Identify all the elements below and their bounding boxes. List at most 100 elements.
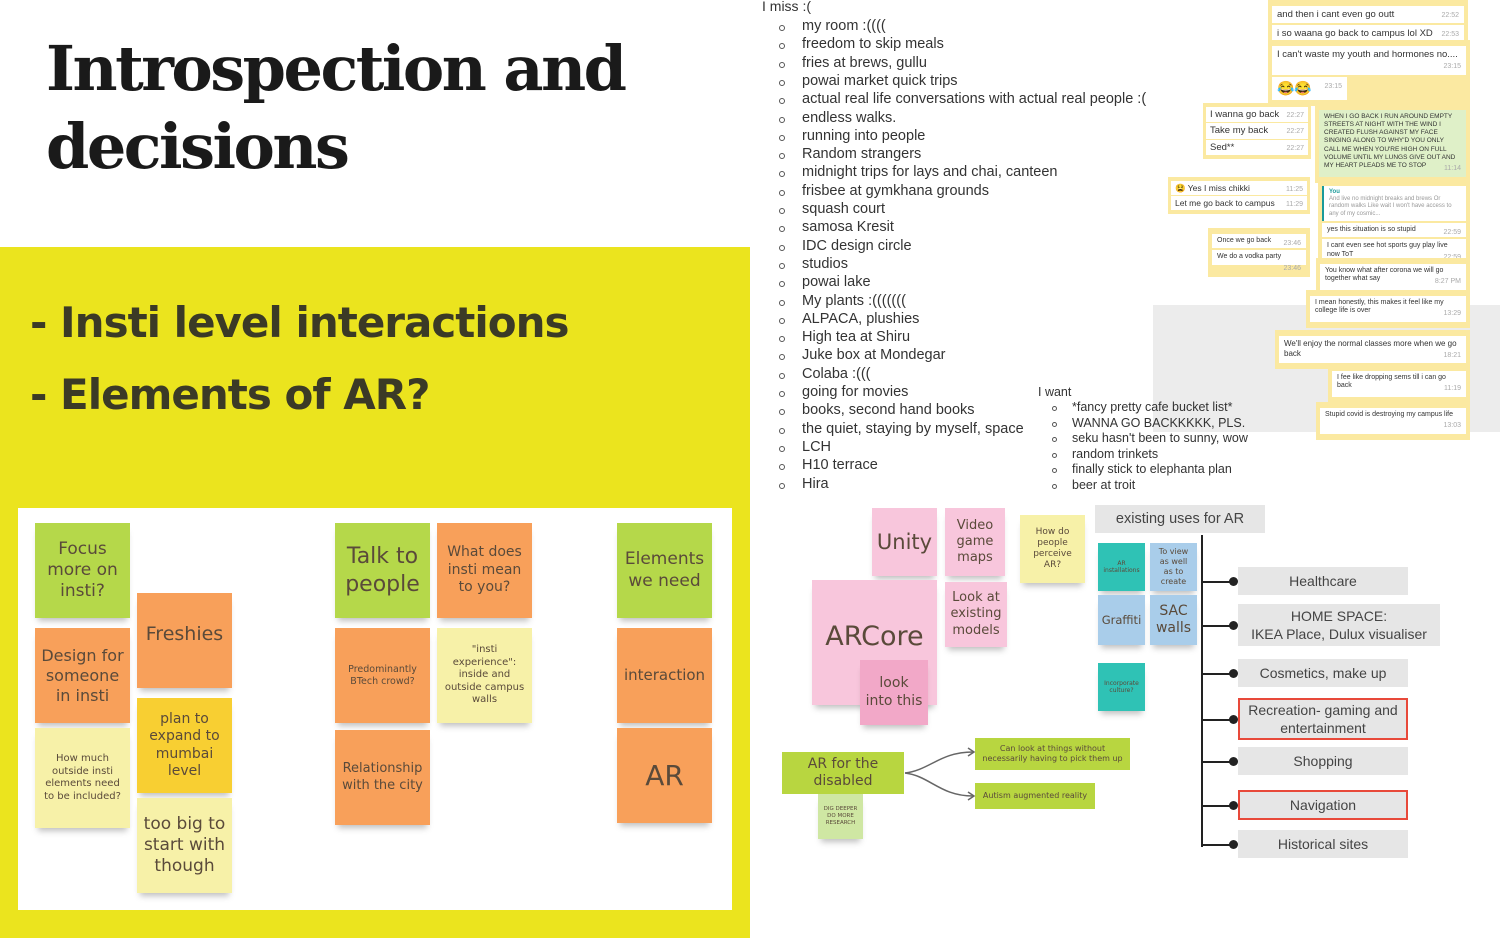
bullet-icon	[779, 262, 785, 269]
miss-item: going for movies	[802, 384, 909, 400]
chat-time: 23:15	[1324, 82, 1342, 90]
bullet-icon	[779, 208, 785, 214]
sticky-note: AR installations	[1098, 543, 1145, 591]
miss-item: Juke box at Mondegar	[802, 347, 946, 364]
tree-trunk	[1201, 535, 1203, 847]
sticky-note: DIG DEEPER DO MORE RESEARCH	[818, 794, 863, 839]
miss-item: frisbee at gymkhana grounds	[802, 182, 989, 199]
miss-heading: I miss :(	[762, 0, 811, 14]
sticky-note: What does insti mean to you?	[437, 523, 532, 618]
tree-branch	[1202, 761, 1234, 763]
chat-message: Let me go back to campus	[1175, 198, 1275, 209]
miss-item: freedom to skip meals	[802, 36, 944, 53]
miss-item: LCH	[802, 438, 832, 455]
tree-branch	[1202, 719, 1234, 721]
bullet-icon	[1052, 452, 1057, 458]
chat-time: 11:29	[1286, 201, 1303, 209]
chat-time: 22:52	[1441, 12, 1459, 19]
bullet-icon	[779, 317, 785, 324]
sticky-note: Incorporate culture?	[1098, 663, 1145, 711]
chat-time: 22:59	[1443, 228, 1461, 236]
want-item: seku hasn't been to sunny, wow	[1072, 431, 1248, 445]
chat-block: I fee like dropping sems till i can go b…	[1328, 365, 1470, 403]
bullet-icon	[779, 134, 785, 141]
chat-message: You know what after corona we will go to…	[1325, 267, 1444, 283]
ar-use-item: Navigation	[1238, 790, 1408, 820]
node-dot-icon	[1229, 801, 1238, 810]
tree-branch	[1202, 673, 1234, 675]
sticky-note: Graffiti	[1098, 595, 1145, 645]
miss-item: powai lake	[802, 274, 871, 291]
sticky-note: plan to expand to mumbai level	[137, 698, 232, 793]
sticky-note: Design for someone in insti	[35, 628, 130, 723]
bullet-icon	[779, 409, 785, 416]
sticky-note: interaction	[617, 628, 712, 723]
sticky-note: Focus more on insti?	[35, 523, 130, 618]
miss-item: squash court	[802, 201, 886, 217]
sticky-note: Predominantly BTech crowd?	[335, 628, 430, 723]
bullet-icon	[779, 61, 785, 68]
want-item: random trinkets	[1072, 446, 1159, 461]
sticky-note: too big to start with though	[137, 798, 232, 893]
chat-time: 18:21	[1443, 351, 1461, 359]
sticky-note: To view as well as to create	[1150, 543, 1197, 591]
sticky-note: Can look at things without necessarily h…	[975, 738, 1130, 770]
chat-message: Sed**	[1210, 141, 1235, 153]
chat-time: 22:27	[1286, 128, 1304, 136]
miss-item: studios	[802, 255, 848, 272]
sticky-note: How much outside insti elements need to …	[35, 728, 130, 828]
chat-time: 8:27 PM	[1434, 278, 1461, 286]
miss-item: Colaba :(((	[802, 365, 871, 382]
miss-item: Hira	[802, 475, 829, 492]
want-item: finally stick to elephanta plan	[1072, 462, 1232, 476]
bullet-icon	[779, 171, 785, 178]
node-dot-icon	[1229, 715, 1238, 724]
chat-message: 😂😂	[1277, 79, 1312, 96]
want-heading: I want	[1038, 385, 1072, 399]
ar-use-item: Cosmetics, make up	[1238, 659, 1408, 687]
sticky-note: AR for the disabled	[782, 752, 904, 794]
node-dot-icon	[1229, 621, 1238, 630]
existing-uses-label: existing uses for AR	[1095, 505, 1265, 533]
sticky-note: Unity	[872, 508, 937, 576]
point-insti: - Insti level interactions	[30, 298, 569, 347]
chat-time: 22:59	[1443, 254, 1461, 262]
chat-time: 11:25	[1286, 186, 1303, 193]
want-item: *fancy pretty cafe bucket list*	[1072, 400, 1233, 414]
chat-message: WHEN I GO BACK I RUN AROUND EMPTY STREET…	[1324, 113, 1456, 169]
want-item: beer at troit	[1072, 477, 1136, 492]
chat-block: WHEN I GO BACK I RUN AROUND EMPTY STREET…	[1315, 104, 1470, 183]
connector-arrows	[904, 747, 976, 801]
chat-message: yes this situation is so stupid	[1327, 225, 1416, 233]
sticky-note: Autism augmented reality	[975, 783, 1095, 809]
chat-time: 23:15	[1443, 63, 1461, 71]
bullet-icon	[779, 79, 785, 86]
sticky-note: Relationship with the city	[335, 730, 430, 825]
chat-block: I can't waste my youth and hormones no..…	[1268, 40, 1470, 106]
bullet-icon	[779, 98, 785, 105]
miss-item: fries at brews, gullu	[802, 54, 927, 71]
sticky-note: Look at existing models	[945, 582, 1007, 647]
bullet-icon	[1052, 406, 1057, 411]
bullet-icon	[1052, 437, 1057, 442]
chat-block: Stupid covid is destroying my campus lif…	[1316, 402, 1470, 440]
tree-branch	[1202, 625, 1234, 627]
bullet-icon	[779, 372, 785, 379]
chat-time: 22:53	[1441, 31, 1459, 39]
sticky-note: Talk to people	[335, 523, 430, 618]
quoted-message: And live no midnight breaks and brews Or…	[1329, 196, 1452, 217]
bullet-icon	[779, 153, 785, 160]
chat-message: I cant even see hot sports guy play live…	[1327, 242, 1448, 258]
miss-item: IDC design circle	[802, 237, 912, 254]
miss-item: actual real life conversations with actu…	[802, 91, 1147, 108]
miss-item: H10 terrace	[802, 457, 878, 474]
quote-author: You	[1329, 189, 1340, 195]
chat-time: 23:46	[1283, 264, 1301, 272]
bullet-icon	[779, 25, 785, 31]
tree-branch	[1202, 581, 1234, 583]
bullet-icon	[779, 43, 785, 50]
